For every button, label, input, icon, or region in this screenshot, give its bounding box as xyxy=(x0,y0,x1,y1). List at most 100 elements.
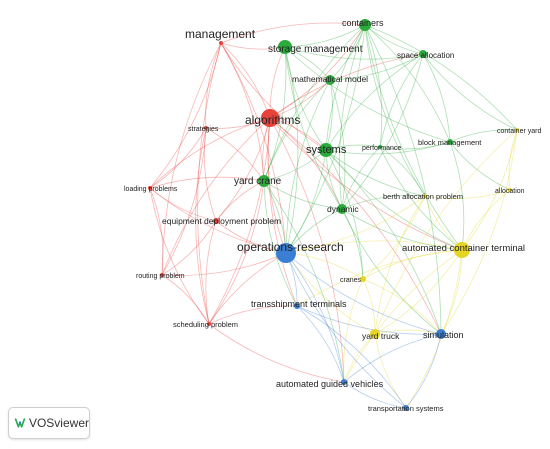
edge-algorithms-loading_problems xyxy=(149,117,271,189)
edge-containers-automated_container_terminal xyxy=(364,24,463,251)
node-mathematical-model[interactable] xyxy=(325,75,335,85)
edge-space_allocation-systems xyxy=(325,53,424,151)
node-container-yard[interactable] xyxy=(515,128,519,132)
edge-containers-dynamic xyxy=(339,24,366,210)
edge-automated_guided_vehicles-transportation_systems xyxy=(343,381,407,409)
edge-scheduling_problem-yard_crane xyxy=(208,180,265,325)
edge-performance-block_management xyxy=(379,141,451,150)
label-allocation: allocation xyxy=(495,188,525,195)
node-systems[interactable] xyxy=(319,143,333,157)
edge-dynamic-berth_allocation_problem xyxy=(341,195,426,210)
label-yard-truck: yard truck xyxy=(362,331,400,341)
edge-container_yard-yard_truck xyxy=(374,129,518,335)
edge-loading_problems-operations_research xyxy=(149,187,287,254)
edge-space_allocation-performance xyxy=(379,53,424,148)
label-automated-container-terminal: automated container terminal xyxy=(402,243,525,254)
edge-loading_problems-scheduling_problem xyxy=(149,187,210,325)
edge-transshipment_terminals-simulation xyxy=(296,305,442,335)
edge-mathematical_model-yard_crane xyxy=(263,79,331,182)
node-loading-problems[interactable] xyxy=(148,186,152,190)
edge-performance-berth_allocation_problem xyxy=(379,146,426,197)
edge-yard_truck-automated_guided_vehicles xyxy=(343,333,376,383)
label-yard-crane: yard crane xyxy=(234,176,282,187)
edge-yard_crane-transshipment_terminals xyxy=(263,180,298,307)
node-management[interactable] xyxy=(219,41,223,45)
edge-dynamic-cranes xyxy=(341,208,364,280)
edge-algorithms-automated_container_terminal xyxy=(269,117,463,251)
edge-containers-mathematical_model xyxy=(329,24,366,81)
edge-management-systems xyxy=(220,42,327,151)
edge-scheduling_problem-automated_guided_vehicles xyxy=(208,323,345,383)
edge-management-yard_crane xyxy=(220,42,265,182)
edge-routing_problem-operations_research xyxy=(161,252,287,276)
edge-simulation-automated_guided_vehicles xyxy=(343,333,442,383)
node-yard-truck[interactable] xyxy=(370,329,380,339)
node-simulation[interactable] xyxy=(436,329,446,339)
edge-containers-yard_crane xyxy=(263,24,366,182)
edge-scheduling_problem-transshipment_terminals xyxy=(208,305,298,325)
vosviewer-label: VOSviewer xyxy=(28,416,89,430)
edge-algorithms-equipment_deployment_problem xyxy=(215,117,271,222)
edge-automated_container_terminal-transportation_systems xyxy=(405,249,463,409)
label-systems: systems xyxy=(306,144,347,156)
edge-equipment_deployment_problem-scheduling_problem xyxy=(205,220,217,325)
label-containers: containers xyxy=(342,18,384,28)
network-nodes xyxy=(148,19,519,411)
node-dynamic[interactable] xyxy=(337,204,347,214)
edge-algorithms-automated_guided_vehicles xyxy=(269,117,345,383)
node-strategies[interactable] xyxy=(204,126,208,130)
node-storage-management[interactable] xyxy=(278,40,292,54)
edge-yard_crane-dynamic xyxy=(263,180,343,210)
edge-container_yard-allocation xyxy=(508,129,518,191)
edge-transshipment_terminals-transportation_systems xyxy=(296,305,407,409)
edge-equipment_deployment_problem-yard_crane xyxy=(215,180,265,222)
edge-algorithms-space_allocation xyxy=(269,53,424,119)
edge-cranes-operations_research xyxy=(285,252,364,280)
edge-systems-block_management xyxy=(325,141,451,155)
node-operations-research[interactable] xyxy=(276,243,296,263)
edge-block_management-automated_container_terminal xyxy=(449,141,465,251)
node-algorithms[interactable] xyxy=(261,109,279,127)
edge-algorithms-management xyxy=(220,42,271,119)
label-scheduling-problem: scheduling problem xyxy=(173,320,238,329)
node-transshipment-terminals[interactable] xyxy=(294,303,300,309)
edge-management-operations_research xyxy=(220,42,287,254)
node-routing-problem[interactable] xyxy=(160,273,164,277)
node-berth-allocation-problem[interactable] xyxy=(423,194,427,198)
edge-operations_research-automated_guided_vehicles xyxy=(285,252,345,383)
edge-dynamic-performance xyxy=(341,146,381,210)
node-automated-guided-vehicles[interactable] xyxy=(341,379,347,385)
edge-containers-simulation xyxy=(364,24,442,335)
edge-loading_problems-routing_problem xyxy=(149,187,164,276)
edge-strategies-yard_crane xyxy=(205,127,265,182)
node-cranes[interactable] xyxy=(360,276,366,282)
node-containers[interactable] xyxy=(359,19,371,31)
label-strategies: strategies xyxy=(188,126,219,133)
node-allocation[interactable] xyxy=(508,188,512,192)
node-block-management[interactable] xyxy=(447,139,453,145)
edge-algorithms-transshipment_terminals xyxy=(267,117,298,307)
label-routing-problem: routing problem xyxy=(136,273,185,280)
node-scheduling-problem[interactable] xyxy=(207,322,211,326)
edge-algorithms-scheduling_problem xyxy=(208,117,271,325)
edge-containers-storage_management xyxy=(284,24,366,48)
node-performance[interactable] xyxy=(378,145,382,149)
edge-containers-container_yard xyxy=(364,24,518,131)
edge-cranes-simulation xyxy=(362,278,442,335)
edge-storage_management-operations_research xyxy=(284,46,299,254)
node-yard-crane[interactable] xyxy=(258,175,270,187)
node-automated-container-terminal[interactable] xyxy=(454,242,470,258)
edge-loading_problems-yard_crane xyxy=(149,176,265,189)
node-equipment-deployment-problem[interactable] xyxy=(213,218,219,224)
edge-space_allocation-block_management xyxy=(422,53,451,143)
edge-container_yard-automated_container_terminal xyxy=(461,129,518,251)
edge-berth_allocation_problem-cranes xyxy=(362,195,426,280)
label-automated-guided-vehicles: automated guided vehicles xyxy=(276,379,384,389)
node-transportation-systems[interactable] xyxy=(403,405,409,411)
edge-automated_container_terminal-operations_research xyxy=(285,240,463,254)
edge-systems-simulation xyxy=(325,149,442,335)
edge-systems-operations_research xyxy=(285,149,327,254)
network-edges xyxy=(149,22,518,409)
edge-cranes-yard_truck xyxy=(362,278,376,335)
node-space-allocation[interactable] xyxy=(419,50,427,58)
